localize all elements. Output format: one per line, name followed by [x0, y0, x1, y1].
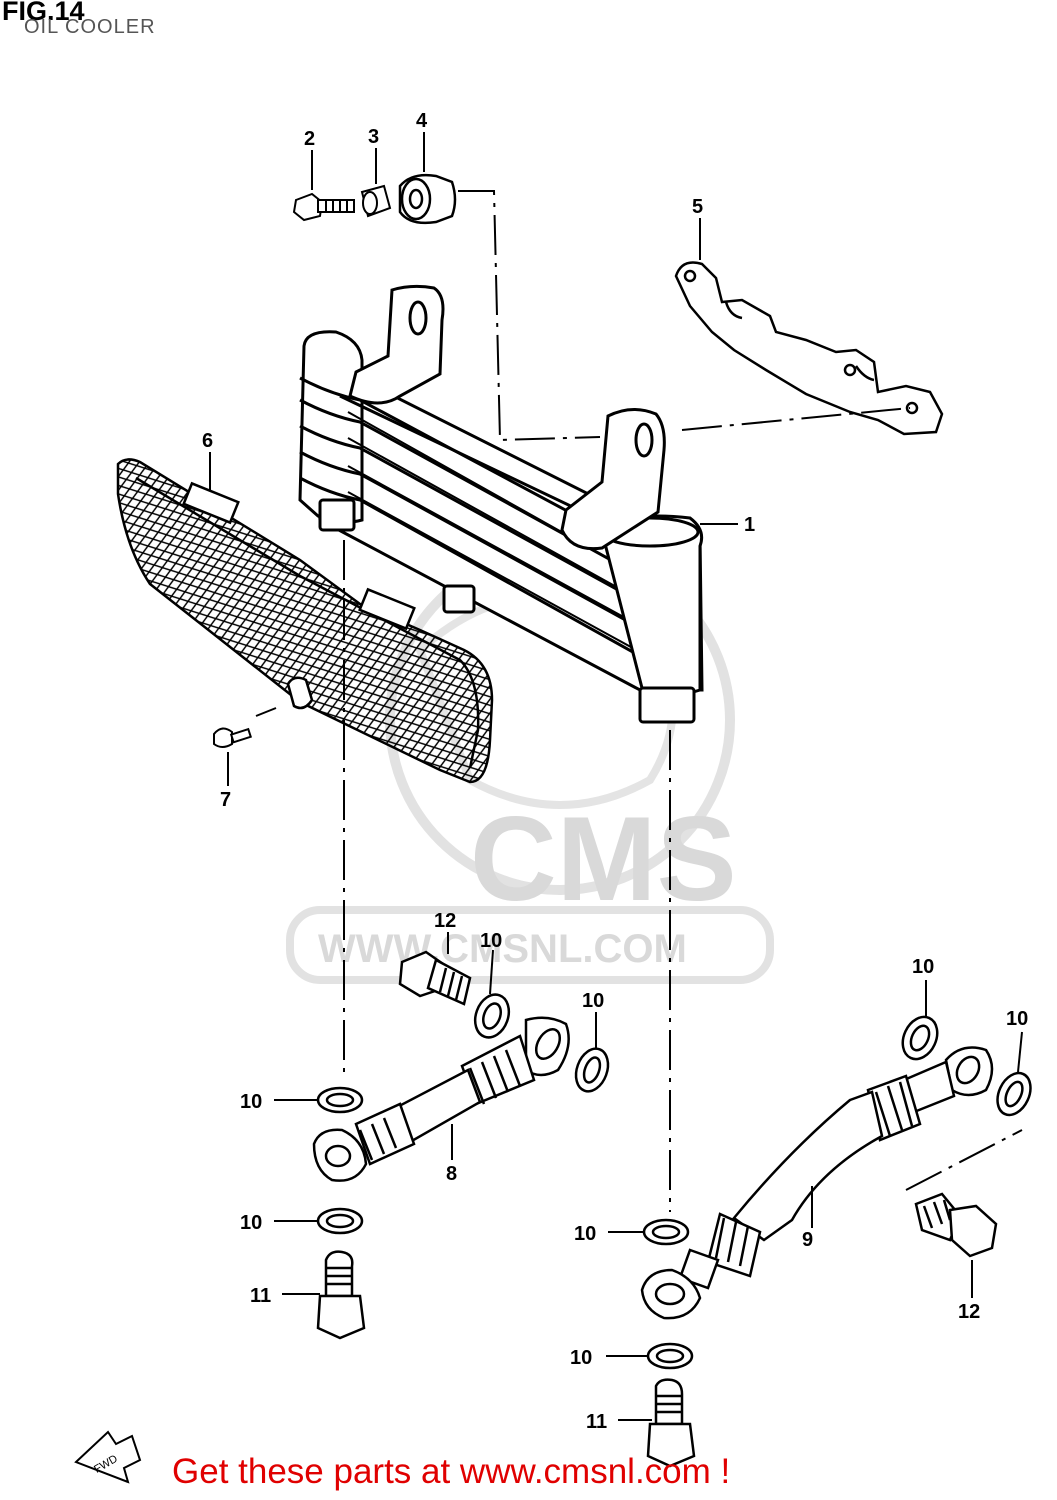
callout-4: 4 [416, 110, 428, 132]
bolt-part-11 [316, 1250, 366, 1340]
callout-12: 12 [434, 910, 456, 932]
watermark-url: WWW.CMSNL.COM [318, 927, 687, 971]
callout-9: 9 [802, 1229, 813, 1251]
callout-10: 10 [912, 956, 934, 978]
screw-part-7 [213, 707, 277, 748]
washer [473, 993, 511, 1039]
callout-11: 11 [586, 1411, 607, 1433]
callout-10: 10 [240, 1212, 262, 1234]
collar-part-3 [360, 184, 392, 218]
washer [574, 1047, 610, 1093]
callout-11: 11 [250, 1285, 271, 1307]
bracket-part-5 [674, 261, 944, 436]
leader-line [681, 407, 911, 431]
callout-8: 8 [446, 1163, 457, 1185]
leader-line [458, 190, 601, 442]
washer [316, 1207, 364, 1235]
washer [901, 1015, 939, 1061]
washer [646, 1342, 694, 1370]
bolt-part-11 [646, 1378, 696, 1468]
callout-10: 10 [570, 1347, 592, 1369]
callout-5: 5 [692, 196, 703, 218]
callout-leaders [209, 132, 1023, 1421]
forward-direction-arrow: FWD [74, 1430, 142, 1484]
hose-part-8 [312, 1016, 570, 1182]
oil-cooler-part-1 [298, 284, 704, 724]
callout-2: 2 [304, 128, 315, 150]
union-bolt-part-12 [398, 950, 472, 1006]
callout-1: 1 [744, 514, 755, 536]
washer [996, 1071, 1032, 1117]
callout-10: 10 [582, 990, 604, 1012]
figure-subtitle: OIL COOLER [24, 16, 156, 38]
callout-10: 10 [480, 930, 502, 952]
mesh-guard-part-6 [116, 458, 494, 784]
grommet-part-4 [398, 173, 457, 225]
leader-line [905, 1129, 1023, 1191]
watermark-logo: CMS [470, 792, 737, 926]
washer [316, 1086, 364, 1114]
callout-numbers: 1 2 3 4 5 6 7 8 9 10 10 10 10 10 10 10 1… [202, 110, 1028, 1433]
callout-10: 10 [1006, 1008, 1028, 1030]
callout-10: 10 [574, 1223, 596, 1245]
callout-6: 6 [202, 430, 213, 452]
footer-link-text[interactable]: Get these parts at www.cmsnl.com ! [172, 1452, 731, 1491]
callout-10: 10 [240, 1091, 262, 1113]
figure-label: FIG.14 [2, 0, 85, 26]
hose-part-9 [640, 1046, 994, 1320]
callout-7: 7 [220, 789, 231, 811]
callout-12: 12 [958, 1301, 980, 1323]
bolt-part-2 [292, 192, 355, 222]
washer [642, 1218, 690, 1246]
callout-3: 3 [368, 126, 379, 148]
union-bolt-part-12 [914, 1192, 998, 1258]
